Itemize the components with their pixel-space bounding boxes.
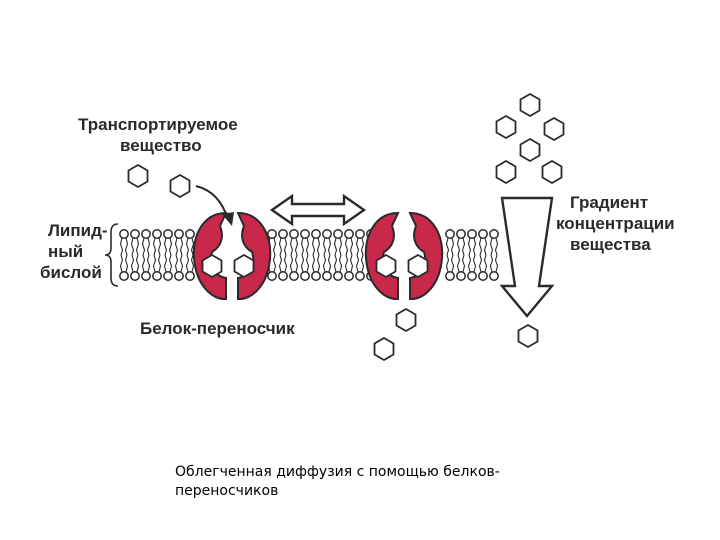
lipid-molecule <box>301 230 309 255</box>
lipid-molecule <box>301 255 309 280</box>
hexagon-icon <box>497 161 516 183</box>
gradient-label-line2: концентрации <box>556 213 675 234</box>
lipid-molecule <box>356 230 364 255</box>
lipid-molecule <box>175 255 183 280</box>
lipid-molecule <box>120 255 128 280</box>
double-arrow-icon <box>272 196 364 224</box>
hexagon-icon <box>235 255 254 277</box>
lipid-molecule <box>120 230 128 255</box>
lipid-molecule <box>334 255 342 280</box>
lipid-molecule <box>186 255 194 280</box>
lipid-molecule <box>142 230 150 255</box>
hexagon-icon <box>497 116 516 138</box>
lipid-molecule <box>175 230 183 255</box>
lipid-label-line2: ный <box>40 241 108 262</box>
lipid-molecule <box>164 255 172 280</box>
lipid-molecule <box>323 230 331 255</box>
lipid-molecule <box>345 255 353 280</box>
lipid-molecule <box>479 255 487 280</box>
hexagon-icon <box>409 255 428 277</box>
lipid-molecule <box>153 255 161 280</box>
lipid-molecule <box>290 230 298 255</box>
figure-caption: Облегченная диффузия с помощью белков- п… <box>175 463 595 501</box>
caption-line1: Облегченная диффузия с помощью белков- <box>175 463 595 482</box>
carrier-proteins <box>194 213 442 299</box>
lipid-molecule <box>479 230 487 255</box>
lipid-bilayer-label: Липид- ный бислой <box>40 220 108 283</box>
lipid-molecule <box>290 255 298 280</box>
hexagon-icon <box>129 165 148 187</box>
carrier-protein-open-inside <box>366 213 442 299</box>
transported-substance-label: Транспортируемое вещество <box>78 114 238 156</box>
lipid-label-line1: Липид- <box>40 220 108 241</box>
hexagon-icon <box>543 161 562 183</box>
concentration-gradient-label: Градиент концентрации вещества <box>556 192 675 255</box>
hexagon-icon <box>521 94 540 116</box>
lipid-molecule <box>131 255 139 280</box>
hexagon-icon <box>171 175 190 197</box>
lipid-molecule <box>468 255 476 280</box>
lipid-molecule <box>345 230 353 255</box>
protein-left-half <box>366 213 398 299</box>
hexagon-icon <box>521 139 540 161</box>
lipid-molecule <box>312 255 320 280</box>
lipid-molecule <box>457 230 465 255</box>
gradient-arrow-icon <box>502 198 552 316</box>
lipid-molecule <box>468 230 476 255</box>
hexagon-icon <box>545 118 564 140</box>
lipid-label-line3: бислой <box>40 262 108 283</box>
lipid-molecule <box>164 230 172 255</box>
hexagon-icon <box>377 255 396 277</box>
lipid-molecule <box>279 230 287 255</box>
lipid-molecule <box>446 255 454 280</box>
lipid-molecule <box>457 255 465 280</box>
lipid-molecule <box>279 255 287 280</box>
carrier-protein-label: Белок-переносчик <box>140 318 295 339</box>
hexagon-icon <box>397 309 416 331</box>
caption-line2: переносчиков <box>175 482 595 501</box>
lipid-molecule <box>334 230 342 255</box>
lipid-molecule <box>356 255 364 280</box>
gradient-label-line1: Градиент <box>556 192 675 213</box>
lipid-molecule <box>323 255 331 280</box>
lipid-molecule <box>312 230 320 255</box>
hexagon-icon <box>519 325 538 347</box>
lipid-molecule <box>131 230 139 255</box>
transported-label-line1: Транспортируемое <box>78 114 238 135</box>
transported-label-line2: вещество <box>78 135 238 156</box>
lipid-molecule <box>490 230 498 255</box>
lipid-molecule <box>153 230 161 255</box>
hexagon-icon <box>375 338 394 360</box>
lipid-molecule <box>490 255 498 280</box>
lipid-molecule <box>142 255 150 280</box>
hexagon-icon <box>203 255 222 277</box>
gradient-label-line3: вещества <box>556 234 675 255</box>
lipid-molecule <box>446 230 454 255</box>
